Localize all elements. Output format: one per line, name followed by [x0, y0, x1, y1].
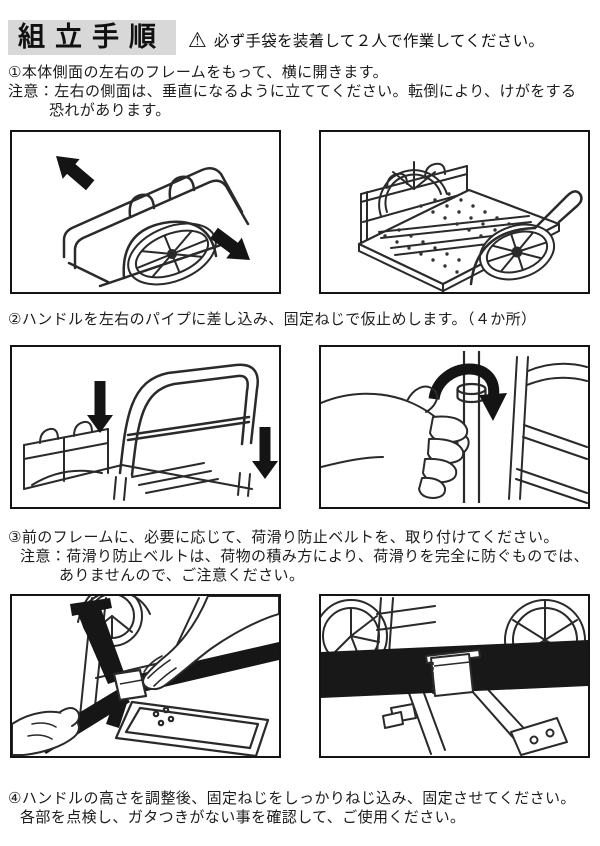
- step-1-note-line: 注意：左右の側面は、垂直になるように立ててください。転倒により、けがをする: [8, 83, 577, 100]
- warning-text: 必ず手袋を装着して２人で作業してください。: [213, 33, 545, 50]
- tighten-screw-illustration: [321, 351, 588, 504]
- step-3-figures: [0, 594, 600, 758]
- step-4-line: ④ハンドルの高さを調整後、固定ねじをしっかりねじ込み、固定させてください。: [8, 790, 576, 807]
- step-2-line: ②ハンドルを左右のパイプに差し込み、固定ねじで仮止めします。（４か所）: [8, 311, 537, 328]
- figure-insert-handle: [10, 345, 281, 509]
- page-title: 組立手順: [8, 20, 176, 55]
- insert-handle-illustration: [23, 363, 278, 501]
- figure-unfold-cart: [10, 130, 281, 294]
- step-4-line: 各部を点検し、ガタつきがない事を確認して、ご使用ください。: [20, 809, 466, 826]
- figure-tighten-screw: [319, 345, 590, 509]
- cart-wheel: [127, 222, 217, 286]
- belt-installed-illustration: [321, 597, 588, 756]
- rail-bracket: [382, 703, 568, 756]
- unfold-cart-illustration: [56, 156, 250, 288]
- arrow-down-icon: [87, 381, 113, 433]
- step-1-note-line: 恐れがあります。: [49, 102, 171, 119]
- header-warning: ⚠ 必ず手袋を装着して２人で作業してください。: [188, 29, 544, 51]
- figure-belt-installed: [319, 594, 590, 758]
- step-3-instructions: ③前のフレームに、必要に応じて、荷滑り防止ベルトを、取り付けてください。 注意：…: [8, 528, 598, 585]
- figure-attach-belt: [10, 594, 281, 758]
- hand: [321, 385, 469, 499]
- arrow-down-right-icon: [210, 227, 250, 260]
- cart-opened-illustration: [357, 161, 583, 292]
- rotate-arrow-head: [479, 393, 507, 421]
- deck-perforation-dots: [383, 192, 511, 274]
- step-3-note-line: ありませんので、ご注意ください。: [59, 567, 305, 584]
- step-2-figures: [0, 345, 600, 509]
- step-1-line: ①本体側面の左右のフレームをもって、横に開きます。: [8, 64, 388, 81]
- arrow-up-left-icon: [56, 156, 95, 191]
- step-4-instructions: ④ハンドルの高さを調整後、固定ねじをしっかりねじ込み、固定させてください。 各部…: [8, 789, 598, 827]
- hand: [142, 596, 279, 691]
- front-gate-frame: [114, 700, 270, 756]
- rotate-arrow-icon: [428, 363, 500, 401]
- step-1-instructions: ①本体側面の左右のフレームをもって、横に開きます。 注意：左右の側面は、垂直にな…: [8, 63, 598, 120]
- hand: [12, 707, 81, 756]
- figure-cart-opened: [319, 130, 590, 294]
- step-1-figures: [0, 130, 600, 294]
- belt-buckle: [425, 649, 481, 697]
- step-3-line: ③前のフレームに、必要に応じて、荷滑り防止ベルトを、取り付けてください。: [8, 529, 559, 546]
- arrow-down-icon: [252, 427, 278, 479]
- warning-triangle-icon: ⚠: [188, 28, 207, 52]
- attach-belt-illustration: [12, 596, 279, 756]
- belt-buckle: [112, 668, 148, 702]
- cart-handle: [118, 363, 259, 477]
- step-3-note-line: 注意：荷滑り防止ベルトは、荷物の積み方により、荷滑りを完全に防ぐものでは、: [20, 548, 589, 565]
- step-2-instructions: ②ハンドルを左右のパイプに差し込み、固定ねじで仮止めします。（４か所）: [8, 310, 598, 329]
